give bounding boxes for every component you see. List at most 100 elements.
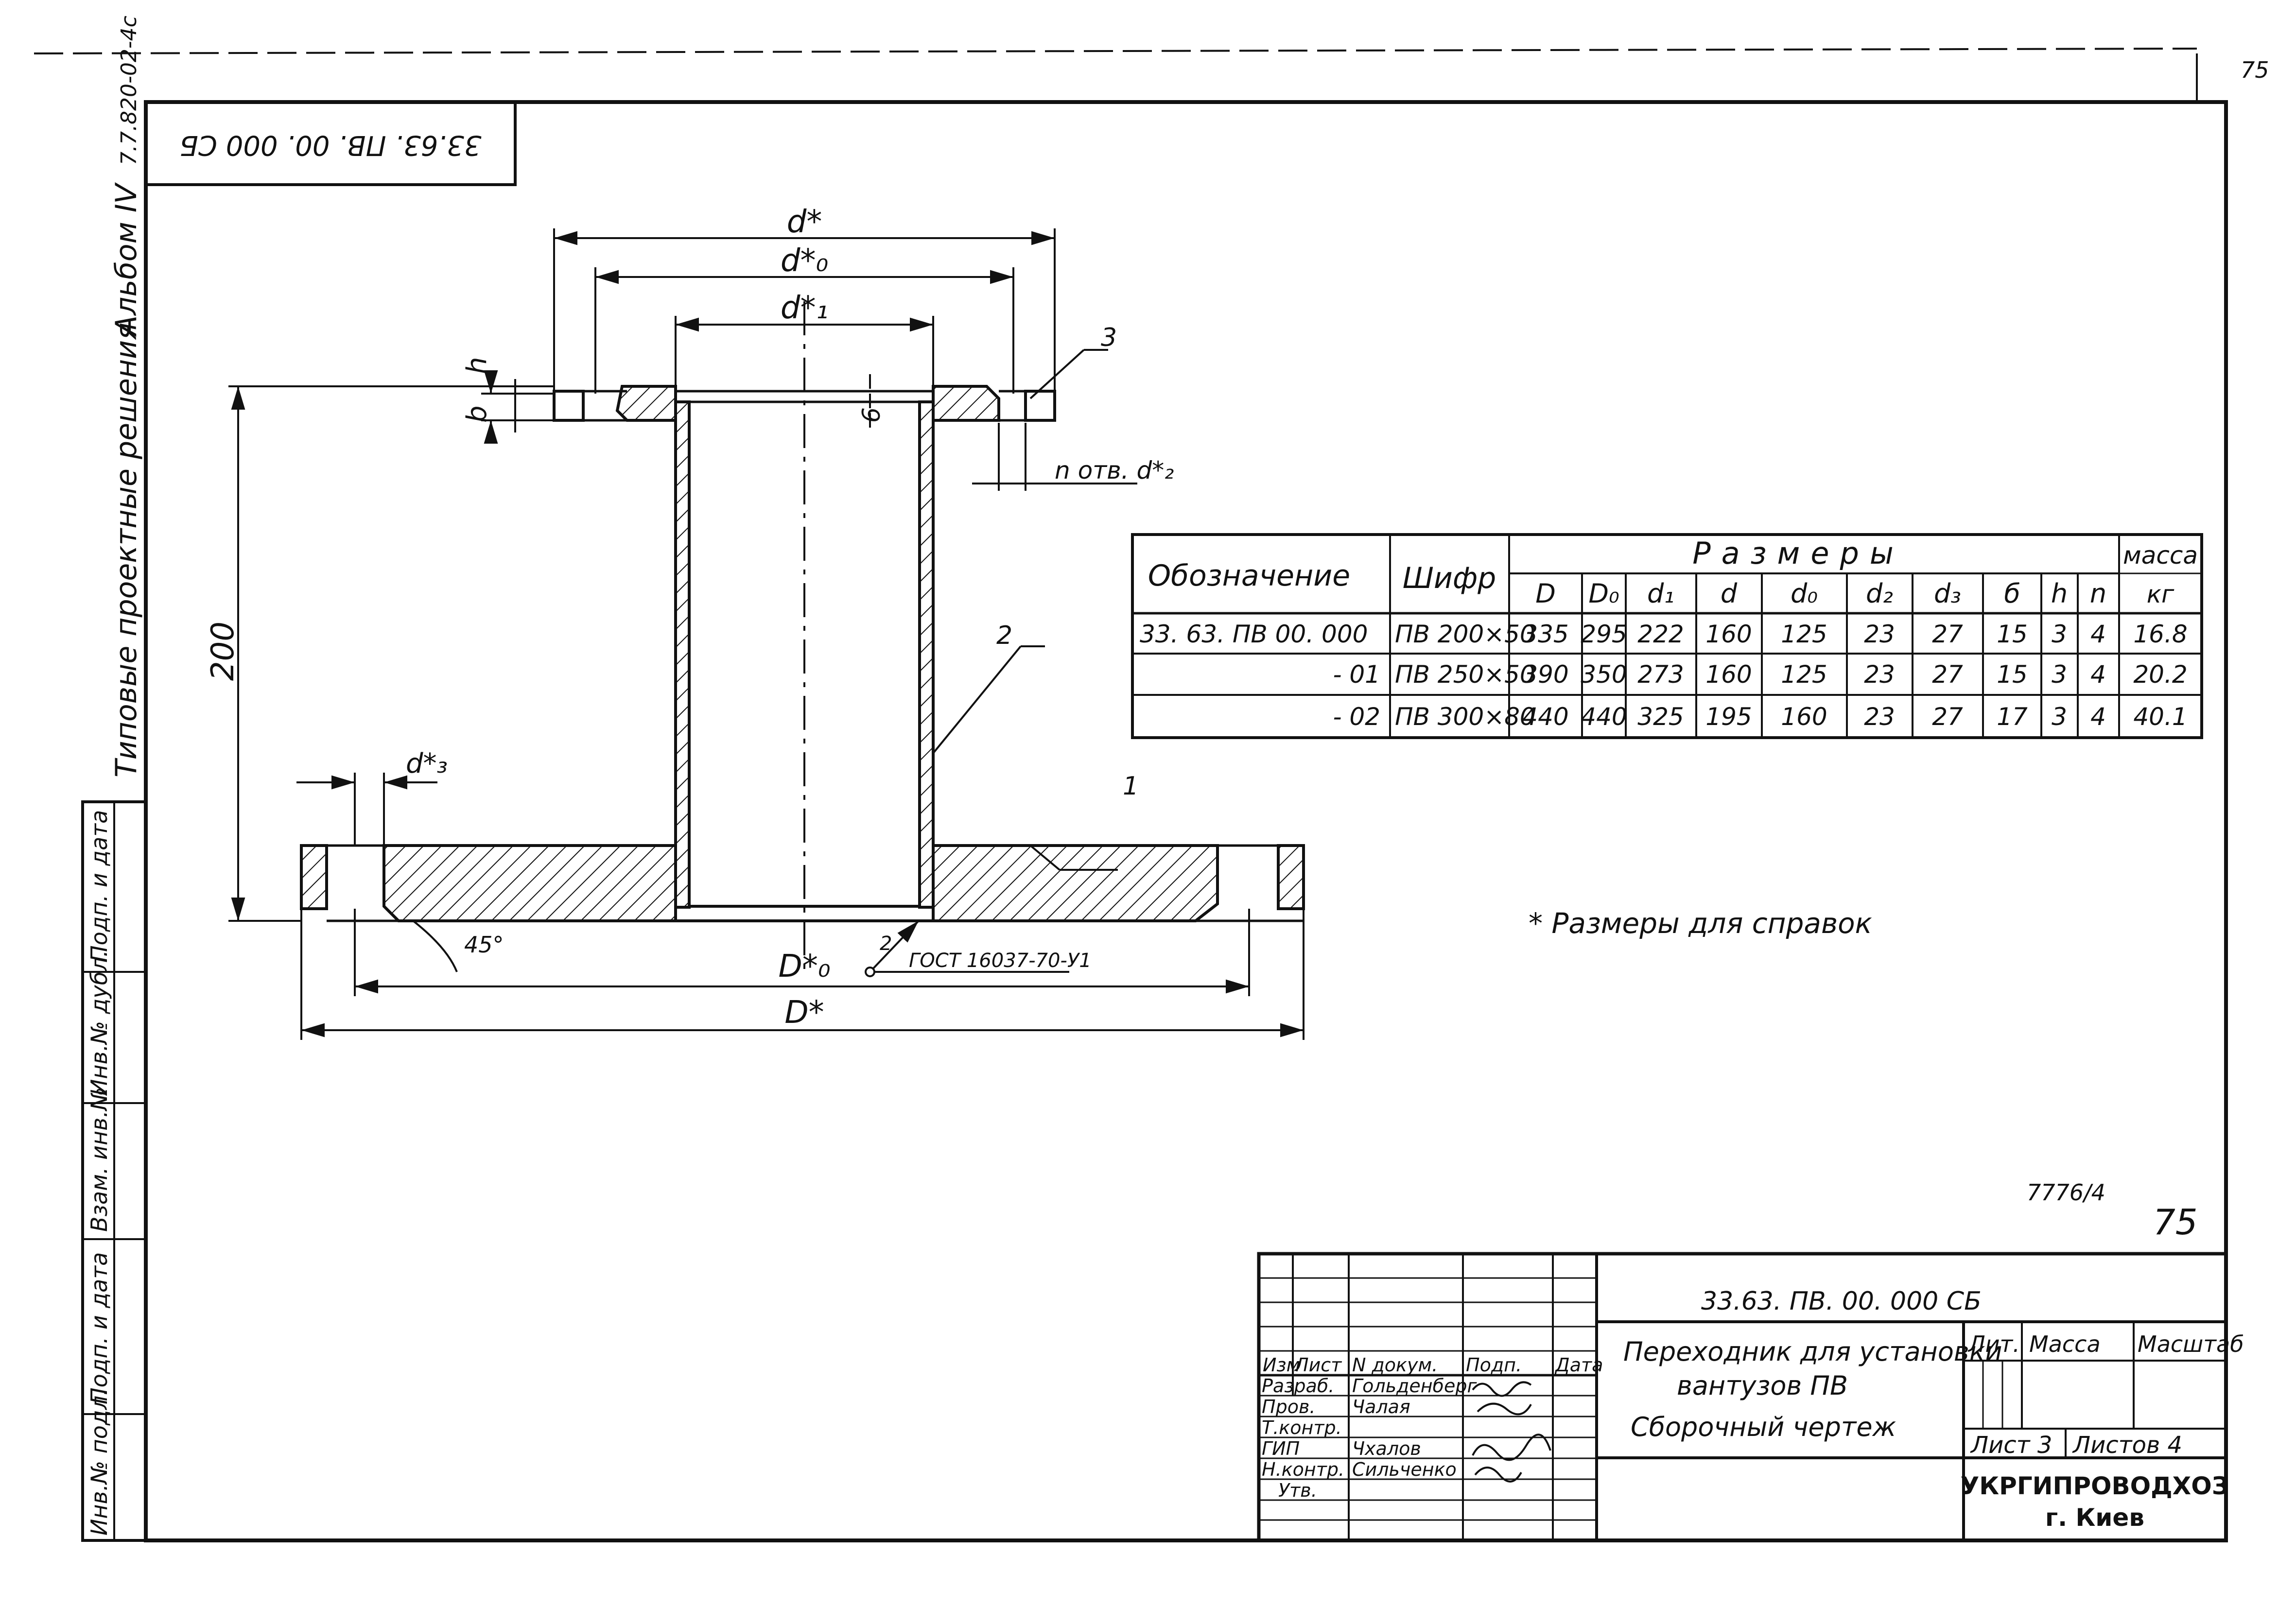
title-line-3: Сборочный чертеж — [1631, 1412, 1896, 1442]
table-cell-value: 4 — [2090, 660, 2106, 689]
dim-d-label: d* — [787, 204, 822, 240]
archive-stamp-number: 7776/4 — [2027, 1179, 2105, 1206]
strip-label-2: Инв.№ дубл. — [86, 950, 112, 1096]
title-line-2: вантузов ПВ — [1677, 1370, 1848, 1401]
col-header: n — [2090, 578, 2106, 609]
dimensions-table — [1131, 533, 2203, 739]
table-cell-value: 23 — [1864, 660, 1895, 689]
table-cell-value: 195 — [1705, 703, 1752, 731]
callout-1: 1 — [1123, 772, 1139, 801]
top-flange-right — [932, 385, 1000, 422]
table-cell-code: ПВ 200×50 — [1395, 620, 1535, 648]
reference-note: * Размеры для справок — [1529, 907, 1872, 940]
organization-name: УКРГИПРОВОДХОЗ — [1961, 1472, 2229, 1500]
dim-d0-label: d*₀ — [781, 243, 828, 279]
weld-leg-label: 2 — [880, 933, 892, 955]
col-header: d₀ — [1791, 578, 1818, 609]
dim-D0-label: D*₀ — [779, 949, 831, 985]
organization-city: г. Киев — [2045, 1503, 2144, 1532]
strip-label-1: Подп. и дата — [86, 810, 112, 962]
callout-3: 3 — [1101, 323, 1117, 352]
pipe-wall-left — [674, 400, 691, 909]
table-cell-value: 440 — [1581, 703, 1627, 731]
col-header: h — [2051, 578, 2068, 609]
table-cell-value: 3 — [2052, 703, 2067, 731]
table-cell-value: 27 — [1932, 703, 1963, 731]
title-block — [1257, 1252, 2228, 1542]
table-cell-code: ПВ 300×80 — [1395, 703, 1535, 731]
role-label: Утв. — [1278, 1480, 1317, 1501]
top-flange-left-end — [553, 390, 585, 422]
dim-6-label: 6 — [857, 407, 886, 423]
table-cell-value: 23 — [1864, 620, 1895, 648]
hdr-change: Изм — [1263, 1354, 1300, 1376]
role-label: Н.контр. — [1262, 1459, 1344, 1480]
table-cell-value: 15 — [1997, 620, 2028, 648]
side-code: 7.7.820-02-4с — [117, 16, 141, 165]
table-cell-value: 27 — [1932, 620, 1963, 648]
top-code-stamp: 33.63. ПВ. 00. 000 СБ — [179, 129, 481, 161]
table-cell-value: 27 — [1932, 660, 1963, 689]
dim-D-label: D* — [784, 995, 824, 1031]
table-cell-value: 4 — [2090, 703, 2106, 731]
table-cell-value: 4 — [2090, 620, 2106, 648]
dim-h-label: h — [461, 357, 493, 375]
top-flange-right-end — [1024, 390, 1056, 422]
strip-label-5: Инв.№ подл. — [86, 1388, 112, 1536]
lit-label: Лит. — [1967, 1331, 2020, 1357]
table-cell-mass: 16.8 — [2133, 620, 2187, 648]
top-flange-left — [615, 385, 677, 422]
dim-d3-label: d*₃ — [406, 748, 448, 779]
angle-label: 45° — [464, 932, 504, 958]
table-cell-value: 160 — [1705, 660, 1752, 689]
table-column-headers: D D₀ d₁ d d₀ d₂ d₃ б h n — [1535, 578, 2106, 609]
left-strip — [81, 800, 147, 1542]
table-header-mass: масса — [2123, 541, 2198, 570]
side-album: Альбом IV — [109, 182, 143, 337]
col-header: d₁ — [1647, 578, 1674, 609]
table-header-code: Шифр — [1403, 561, 1496, 595]
role-label: Т.контр. — [1262, 1417, 1342, 1438]
col-header: d₂ — [1866, 578, 1893, 609]
dim-d1-label: d*₁ — [781, 290, 828, 326]
title-line-1: Переходник для установки — [1623, 1336, 2002, 1367]
col-header: б — [2004, 578, 2020, 609]
role-label: Пров. — [1262, 1396, 1315, 1417]
table-cell-value: 125 — [1781, 620, 1827, 648]
table-cell-value: 440 — [1522, 703, 1568, 731]
table-cell-value: 3 — [2052, 660, 2067, 689]
table-cell-value: 160 — [1781, 703, 1827, 731]
page-number: 75 — [2153, 1202, 2198, 1243]
table-cell-value: 335 — [1522, 620, 1568, 648]
name-label: Чхалов — [1352, 1438, 1421, 1459]
col-header: d — [1721, 578, 1738, 609]
side-title: Типовые проектные решения — [109, 323, 143, 778]
part-section-view — [300, 301, 1305, 977]
table-cell-value: 125 — [1781, 660, 1827, 689]
table-cell-mass: 20.2 — [2133, 660, 2187, 689]
table-cell-designation: - 02 — [1333, 703, 1380, 731]
name-label: Чалая — [1352, 1396, 1410, 1417]
dimension-lines — [228, 228, 1305, 1040]
table-cell-value: 222 — [1637, 620, 1684, 648]
table-cell-value: 350 — [1581, 660, 1627, 689]
strip-label-3: Взам. инв.№ — [86, 1087, 112, 1232]
hdr-sheet: Лист — [1294, 1354, 1342, 1376]
holes-note: n отв. d*₂ — [1055, 456, 1174, 484]
col-header: D₀ — [1588, 578, 1619, 609]
strip-label-4: Подп. и дата — [86, 1252, 112, 1404]
bottom-flange-left — [383, 844, 677, 922]
table-cell-value: 390 — [1522, 660, 1568, 689]
name-label: Сильченко — [1352, 1459, 1457, 1480]
pipe-wall-right — [918, 400, 935, 909]
sheet-label: Лист 3 — [1970, 1432, 2052, 1459]
hdr-sign: Подп. — [1466, 1354, 1522, 1376]
scale-label: Масштаб — [2138, 1331, 2244, 1357]
dim-200-label: 200 — [205, 622, 241, 681]
table-cell-value: 273 — [1637, 660, 1684, 689]
table-cell-mass: 40.1 — [2133, 703, 2187, 731]
table-cell-value: 17 — [1997, 703, 2028, 731]
title-block-roles: Разраб. Пров. Т.контр. ГИП Н.контр. Утв.… — [1262, 1375, 1478, 1501]
